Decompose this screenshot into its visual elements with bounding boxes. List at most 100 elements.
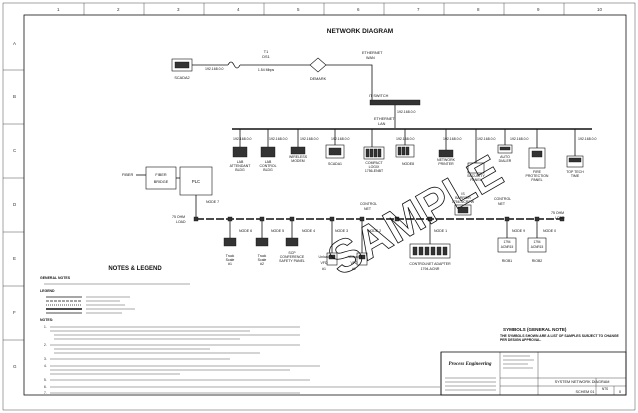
legend-lines: [46, 296, 135, 314]
svg-text:7.: 7.: [44, 391, 47, 395]
svg-text:Unload: Unload: [318, 255, 329, 259]
grid-rows-left: A B C D E F G: [13, 41, 17, 369]
it-switch-label: IT SWITCH: [369, 94, 389, 98]
scada2-label: SCADA2: [174, 76, 189, 80]
lan-device-compact-logix: COMPACT LOGIX 1756-ENBT: [363, 146, 385, 173]
notes-list: 1. 2. 3. 4. 5. 6. 7.: [44, 325, 440, 395]
ethernet-lan-sub-label: LAN: [378, 122, 386, 126]
svg-text:RIOB2: RIOB2: [532, 259, 543, 263]
controlnet-label-4: NET: [498, 202, 506, 206]
company-logo-text: Process Engineering: [449, 362, 492, 367]
sheet-scale: NTS: [602, 387, 608, 391]
node-5-label: NODE 5: [271, 229, 284, 233]
svg-text:VFD: VFD: [321, 261, 328, 265]
bottom-device-riob1: 1794 ACNR15 RIOB1: [497, 237, 517, 263]
svg-text:BLDG: BLDG: [263, 168, 273, 172]
svg-text:SCP: SCP: [288, 251, 296, 255]
svg-text:PRINTER: PRINTER: [438, 162, 454, 166]
lan-device-fire-protection-panel: FIRE PROTECTION PANEL: [526, 147, 549, 182]
svg-text:Truck: Truck: [226, 254, 235, 258]
svg-text:#1: #1: [322, 267, 326, 271]
svg-text:WIRELESS: WIRELESS: [289, 155, 308, 159]
svg-text:SECURITY: SECURITY: [467, 174, 485, 178]
bottom-device-truck-scale-1: Truck Scale #1: [223, 237, 237, 266]
load-left-sub-label: LOAD: [176, 220, 186, 224]
svg-text:5.: 5.: [44, 378, 47, 382]
svg-text:BRIDGE: BRIDGE: [154, 180, 169, 184]
lan-ip-6: 192.168.0.0: [443, 137, 462, 141]
svg-text:AUTO: AUTO: [500, 155, 510, 159]
title-block: Process Engineering SYSTEM NETWORK DIAGR…: [440, 351, 627, 396]
lan-ip-9: 192.168.0.0: [578, 137, 597, 141]
sheet-revision: 0: [619, 390, 621, 394]
grid-column-ticks: [83, 3, 565, 15]
lan-ip-1: 192.168.0.0: [233, 137, 252, 141]
lan-device-security-panel: SECURITY PANEL: [467, 162, 486, 182]
sheet-inner-border: [23, 14, 627, 396]
svg-text:1794: 1794: [533, 240, 540, 244]
svg-text:TOP TECH: TOP TECH: [566, 170, 584, 174]
lan-device-network-printer: NETWORK PRINTER: [437, 149, 456, 166]
controlnet-label-2: NET: [364, 207, 372, 211]
svg-text:6.: 6.: [44, 385, 47, 389]
sheet-number: SCHEM 01: [576, 390, 595, 394]
grid-row-c: C: [13, 148, 17, 153]
svg-text:NETWORK: NETWORK: [437, 158, 456, 162]
lan-ip-2: 192.168.0.0: [269, 137, 288, 141]
lan-ip-3: 192.168.0.0: [300, 137, 319, 141]
t1-speed: 1.54 Mbps: [258, 68, 275, 72]
svg-text:MODEM: MODEM: [291, 159, 305, 163]
bottom-device-unload-vfd-2: Unload VFD #2: [348, 252, 368, 271]
ethernet-wan-label: ETHERNET: [362, 51, 383, 55]
lan-device-scada1: SCADA1: [325, 144, 345, 166]
svg-text:PLC: PLC: [192, 179, 200, 184]
svg-text:BARRIER: BARRIER: [455, 196, 471, 200]
legend-heading: LEGEND: [40, 289, 55, 293]
svg-text:PANEL: PANEL: [470, 178, 481, 182]
grid-row-d: D: [13, 202, 17, 207]
svg-text:SCADA1: SCADA1: [328, 162, 342, 166]
svg-text:LAB: LAB: [265, 160, 272, 164]
svg-text:TIME: TIME: [571, 174, 580, 178]
t1-break-symbol: [227, 61, 241, 69]
symbols-note: SYMBOLS (GENERAL NOTE) THE SYMBOLS SHOWN…: [500, 327, 619, 342]
lan-device-top-tech-time: TOP TECH TIME: [566, 155, 584, 178]
bottom-device-truck-scale-2: Truck Scale #2: [255, 237, 269, 266]
grid-col-6: 6: [357, 7, 360, 12]
lan-ip-4: 192.168.0.0: [331, 137, 350, 141]
it-switch: [369, 99, 421, 106]
svg-text:Unload: Unload: [348, 255, 359, 259]
ethernet-lan-label: ETHERNET: [374, 117, 395, 121]
grid-col-5: 5: [297, 7, 300, 12]
svg-text:RIOB1: RIOB1: [502, 259, 513, 263]
node-3-label: NODE 3: [335, 229, 348, 233]
svg-text:LOGIX: LOGIX: [369, 165, 380, 169]
grid-row-ticks: [3, 69, 24, 341]
grid-col-9: 9: [537, 7, 540, 12]
grid-col-1: 1: [57, 7, 60, 12]
lan-device-lab-control: LAB CONTROL BLDG: [259, 146, 277, 172]
lan-device-lab-attendant: LAB ATTENDANT BLDG: [230, 146, 251, 172]
grid-col-2: 2: [117, 7, 120, 12]
notes-title: NOTES & LEGEND: [108, 266, 162, 272]
bottom-device-riob2: 1794 ACNR15 RIOB2: [527, 237, 547, 263]
grid-columns-top: 1 2 3 4 5 6 7 8 9 10: [57, 7, 603, 12]
svg-text:FIBER: FIBER: [155, 173, 166, 177]
notes-section: NOTES & LEGEND GENERAL NOTES LEGEND NOTE…: [40, 266, 440, 395]
lan-ip-8: 192.168.0.0: [510, 137, 529, 141]
node-1-label: NODE 1: [434, 229, 447, 233]
load-right-label: 75 OHM: [551, 211, 564, 215]
svg-text:PROTECTION: PROTECTION: [526, 174, 549, 178]
svg-text:FIRE: FIRE: [533, 170, 542, 174]
grid-col-8: 8: [477, 7, 480, 12]
grid-col-3: 3: [177, 7, 180, 12]
lan-ip-5: 192.168.0.0: [396, 137, 415, 141]
svg-text:3.: 3.: [44, 357, 47, 361]
svg-text:DIALER: DIALER: [499, 159, 512, 163]
plc-rack: [179, 166, 213, 196]
scada2-ip: 192.168.0.0: [205, 67, 224, 71]
grid-col-4: 4: [237, 7, 240, 12]
sheet-title: SYSTEM NETWORK DIAGRAM: [555, 380, 610, 384]
